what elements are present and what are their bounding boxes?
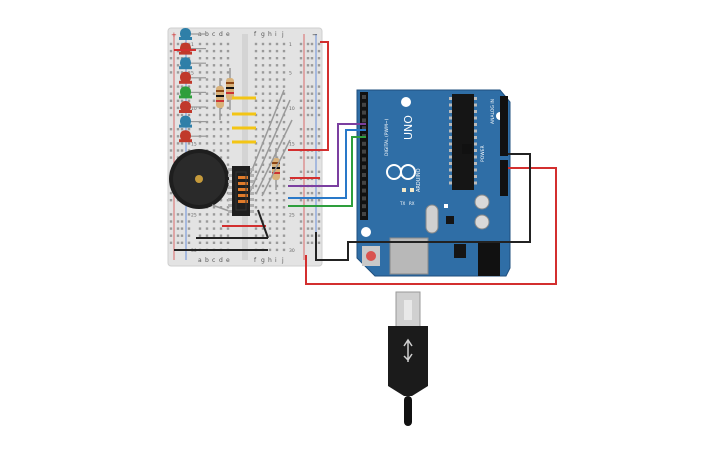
yellow-wires	[232, 96, 256, 144]
digital-header-label: DIGITAL (PWM~)	[384, 118, 390, 156]
led-column	[179, 28, 206, 143]
usb-cable	[388, 291, 428, 426]
led-red	[179, 130, 206, 143]
piezo-buzzer	[169, 149, 233, 213]
column-letter: a	[198, 257, 202, 264]
column-letter: g	[261, 257, 265, 264]
rail-minus-label: −	[312, 31, 318, 39]
column-letter: d	[219, 31, 223, 38]
component-leads	[243, 89, 293, 197]
column-letter: b	[205, 31, 209, 38]
row-number: 15	[289, 141, 295, 147]
row-number: 10	[289, 106, 295, 112]
analog-header-label: ANALOG IN	[490, 99, 496, 124]
led-blue	[179, 57, 206, 70]
board-model-label: UNO	[402, 115, 415, 140]
column-letter: d	[219, 257, 223, 264]
row-number: 1	[289, 42, 292, 48]
column-letter: b	[205, 257, 209, 264]
row-number: 30	[289, 248, 295, 254]
rx-label: RX	[409, 201, 415, 206]
row-number: 25	[289, 212, 295, 218]
led-blue	[179, 28, 206, 40]
column-letter: j	[281, 31, 284, 38]
shift-register-ic	[228, 166, 254, 216]
column-letter: e	[226, 257, 230, 264]
row-number: 10	[191, 106, 197, 112]
column-letter: f	[254, 257, 257, 264]
row-number: 5	[191, 70, 194, 76]
row-number: 25	[191, 212, 197, 218]
resistor	[216, 78, 224, 120]
led-red	[179, 101, 206, 113]
column-letter: i	[275, 31, 277, 38]
row-number: 15	[191, 141, 197, 147]
resistor	[226, 68, 234, 110]
board-brand-label: ARDUINO	[416, 168, 422, 192]
row-number: 5	[289, 70, 292, 76]
column-letter: h	[268, 31, 272, 38]
led-blue	[179, 115, 206, 128]
column-letter: j	[281, 257, 284, 264]
arduino-uno-board: UNO ARDUINO DIGITAL (PWM~) ANALOG IN POW…	[356, 89, 511, 277]
column-letter: c	[212, 31, 215, 38]
rail-plus-label: +	[171, 31, 177, 39]
led-red	[179, 71, 206, 84]
row-number: 1	[191, 42, 194, 48]
led-green	[179, 86, 206, 99]
column-letter: h	[268, 257, 272, 264]
power-header-label: POWER	[480, 145, 486, 162]
column-letter: e	[226, 31, 230, 38]
row-number: 20	[289, 177, 295, 183]
wires	[174, 41, 557, 285]
column-letter: f	[254, 31, 257, 38]
column-letter: c	[212, 257, 215, 264]
column-letter: i	[275, 257, 277, 264]
tx-label: TX	[399, 201, 405, 206]
column-letter: g	[261, 31, 265, 38]
